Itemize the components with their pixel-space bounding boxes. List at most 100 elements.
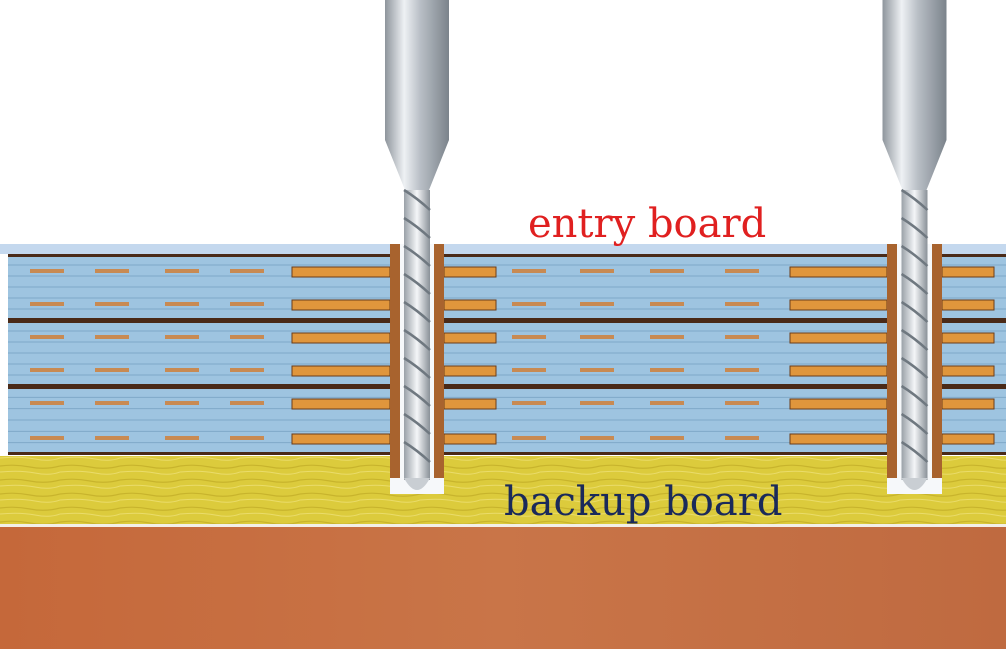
inner-trace: [512, 401, 546, 405]
hole-wall-left: [390, 244, 400, 478]
inner-trace: [725, 436, 759, 440]
inner-trace: [650, 269, 684, 273]
inner-trace: [230, 335, 264, 339]
inner-trace: [580, 436, 614, 440]
hole-wall-left: [887, 244, 897, 478]
entry-board-body: [0, 244, 1006, 254]
copper-pad: [789, 332, 888, 344]
copper-pad: [941, 398, 995, 410]
inner-trace: [512, 269, 546, 273]
drill-bit-left: [385, 0, 449, 494]
drill-tip: [404, 478, 430, 490]
inner-trace: [580, 368, 614, 372]
inner-trace: [30, 368, 64, 372]
pcb-stacks: [8, 254, 1006, 455]
copper-pad: [291, 299, 391, 311]
inner-trace: [165, 368, 199, 372]
inner-trace: [95, 269, 129, 273]
inner-trace: [725, 401, 759, 405]
hole-wall-right: [932, 244, 942, 478]
copper-pad: [443, 398, 497, 410]
inner-trace: [725, 368, 759, 372]
inner-trace: [650, 436, 684, 440]
backup-board-label: backup board: [504, 479, 783, 525]
inner-trace: [512, 368, 546, 372]
prepreg-line: [8, 384, 1006, 387]
copper-pad: [443, 365, 497, 377]
drill-bit-right: [882, 0, 947, 494]
inner-trace: [512, 335, 546, 339]
inner-trace: [230, 436, 264, 440]
inner-trace: [512, 302, 546, 306]
copper-pad: [291, 398, 391, 410]
copper-pad: [789, 433, 888, 445]
copper-pad: [291, 266, 391, 278]
inner-trace: [95, 401, 129, 405]
inner-trace: [230, 269, 264, 273]
inner-trace: [165, 269, 199, 273]
inner-trace: [230, 302, 264, 306]
drill-flute: [900, 188, 929, 463]
inner-trace: [30, 335, 64, 339]
prepreg-line: [8, 452, 1006, 455]
copper-pad: [941, 332, 995, 344]
inner-trace: [725, 302, 759, 306]
drill-bits: [385, 0, 947, 494]
prepreg-line: [8, 386, 1006, 389]
inner-trace: [512, 436, 546, 440]
drill-taper: [882, 140, 947, 190]
inner-trace: [580, 335, 614, 339]
pcb-stack-1: [8, 254, 1006, 321]
inner-trace: [580, 269, 614, 273]
copper-pad: [789, 266, 888, 278]
copper-pad: [291, 365, 391, 377]
inner-trace: [165, 302, 199, 306]
inner-trace: [30, 269, 64, 273]
inner-trace: [30, 302, 64, 306]
inner-trace: [725, 269, 759, 273]
pcb-stack-3: [8, 386, 1006, 455]
inner-trace: [95, 302, 129, 306]
copper-pad: [443, 332, 497, 344]
inner-trace: [580, 401, 614, 405]
copper-pad: [941, 266, 995, 278]
inner-trace: [650, 368, 684, 372]
inner-trace: [650, 335, 684, 339]
copper-pad: [443, 433, 497, 445]
machine-table-surface: [0, 526, 1006, 649]
inner-trace: [30, 436, 64, 440]
copper-pad: [291, 332, 391, 344]
drill-flute: [403, 188, 431, 463]
inner-trace: [650, 302, 684, 306]
prepreg-line: [8, 320, 1006, 323]
entry-board: [0, 244, 1006, 254]
copper-pad: [789, 398, 888, 410]
copper-pad: [291, 433, 391, 445]
inner-trace: [230, 401, 264, 405]
drill-shank: [882, 0, 947, 140]
inner-trace: [230, 368, 264, 372]
inner-trace: [165, 436, 199, 440]
entry-board-label: entry board: [528, 201, 767, 247]
hole-wall-right: [434, 244, 444, 478]
drill-shank: [385, 0, 449, 140]
inner-trace: [580, 302, 614, 306]
copper-pad: [941, 299, 995, 311]
drill-taper: [385, 140, 449, 190]
inner-trace: [650, 401, 684, 405]
inner-trace: [165, 335, 199, 339]
drill-tip: [901, 478, 928, 490]
inner-trace: [30, 401, 64, 405]
backup-board: [0, 456, 1006, 524]
inner-trace: [725, 335, 759, 339]
inner-trace: [95, 335, 129, 339]
inner-trace: [95, 436, 129, 440]
inner-trace: [95, 368, 129, 372]
copper-pad: [443, 299, 497, 311]
copper-pad: [789, 365, 888, 377]
pcb-stack-2: [8, 320, 1006, 387]
copper-pad: [443, 266, 497, 278]
prepreg-line: [8, 254, 1006, 257]
copper-pad: [941, 365, 995, 377]
